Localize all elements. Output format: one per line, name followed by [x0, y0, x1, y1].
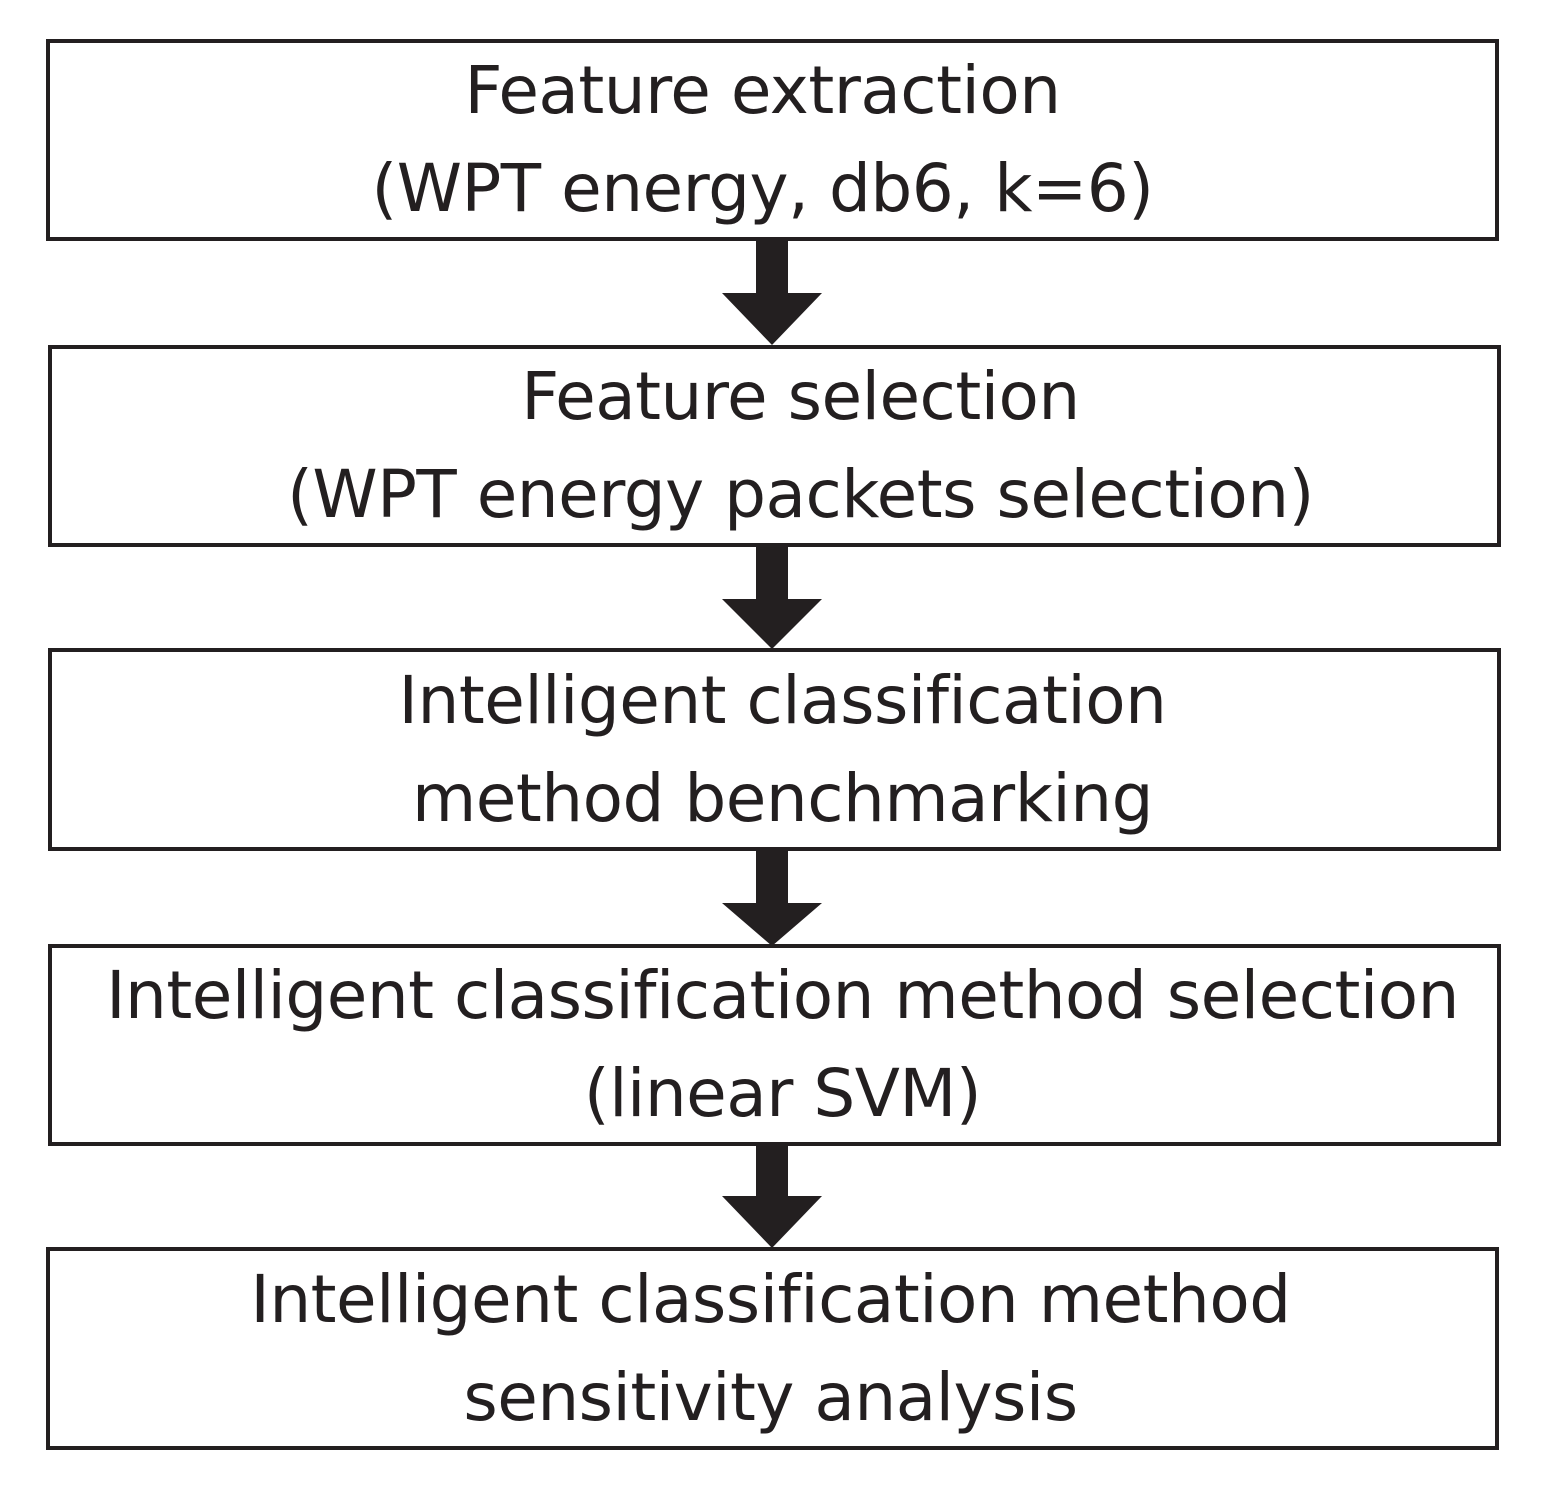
step-title: Feature selection: [521, 358, 1080, 435]
step-title: Intelligent classification: [398, 661, 1167, 739]
arrow-down-icon: [722, 851, 822, 946]
step-detail: (WPT energy packets selection): [287, 456, 1314, 533]
step-feature-selection: Feature selection (WPT energy packets se…: [48, 345, 1501, 547]
step-title: Intelligent classification method: [250, 1260, 1291, 1338]
step-detail: (WPT energy, db6, k=6): [371, 150, 1154, 227]
step-feature-extraction: Feature extraction (WPT energy, db6, k=6…: [46, 39, 1499, 241]
step-method-benchmarking: Intelligent classification method benchm…: [48, 648, 1501, 851]
arrow-down-icon: [722, 1146, 822, 1248]
step-detail: method benchmarking: [412, 759, 1153, 837]
step-detail: (linear SVM): [583, 1055, 982, 1132]
arrow-down-icon: [722, 241, 822, 345]
step-title: Intelligent classification method select…: [106, 957, 1459, 1034]
step-detail: sensitivity analysis: [463, 1358, 1078, 1436]
step-method-selection: Intelligent classification method select…: [48, 944, 1501, 1146]
step-title: Feature extraction: [464, 52, 1061, 129]
step-sensitivity-analysis: Intelligent classification method sensit…: [46, 1247, 1499, 1450]
arrow-down-icon: [722, 547, 822, 649]
